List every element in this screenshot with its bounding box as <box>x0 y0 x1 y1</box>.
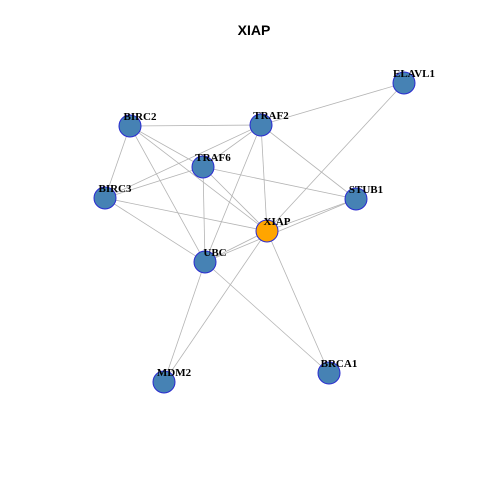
edge-traf2-traf6 <box>202 124 262 168</box>
edge-elavl1-traf2 <box>260 82 405 126</box>
edge-birc3-xiap <box>104 197 268 232</box>
edge-traf6-ubc <box>202 166 206 263</box>
edge-ubc-brca1 <box>204 261 330 374</box>
node-label-traf6: TRAF6 <box>195 152 231 164</box>
node-mdm2[interactable] <box>152 370 176 394</box>
node-label-brca1: BRCA1 <box>321 358 358 370</box>
node-label-ubc: UBC <box>203 247 226 259</box>
node-elavl1[interactable] <box>392 71 416 95</box>
edge-birc2-traf6 <box>129 125 204 168</box>
edge-layer <box>104 82 405 383</box>
node-brca1[interactable] <box>317 361 341 385</box>
node-label-traf2: TRAF2 <box>253 110 289 122</box>
node-label-mdm2: MDM2 <box>157 367 192 379</box>
edge-elavl1-xiap <box>266 82 405 232</box>
edge-birc2-xiap <box>129 125 268 232</box>
edge-traf6-stub1 <box>202 166 357 200</box>
edge-traf2-xiap <box>260 124 268 232</box>
node-label-stub1: STUB1 <box>349 184 383 196</box>
edge-stub1-xiap <box>266 198 357 232</box>
node-label-elavl1: ELAVL1 <box>393 68 435 80</box>
graph-title: XIAP <box>238 22 271 38</box>
node-stub1[interactable] <box>344 187 368 211</box>
edge-traf2-ubc <box>204 124 262 263</box>
node-label-birc3: BIRC3 <box>98 183 132 195</box>
edge-xiap-brca1 <box>266 230 330 374</box>
edge-birc2-birc3 <box>104 125 131 199</box>
edge-stub1-ubc <box>204 198 357 263</box>
edge-xiap-mdm2 <box>163 230 268 383</box>
edge-birc2-ubc <box>129 125 206 263</box>
node-traf6[interactable] <box>191 155 215 179</box>
node-xiap[interactable] <box>255 219 279 243</box>
edge-birc3-ubc <box>104 197 206 263</box>
edge-ubc-mdm2 <box>163 261 206 383</box>
edge-traf6-birc3 <box>104 166 204 199</box>
edge-traf2-stub1 <box>260 124 357 200</box>
node-label-xiap: XIAP <box>264 216 291 228</box>
edge-birc2-traf2 <box>129 124 262 127</box>
node-layer <box>93 71 416 394</box>
node-birc2[interactable] <box>118 114 142 138</box>
node-ubc[interactable] <box>193 250 217 274</box>
edge-traf6-xiap <box>202 166 268 232</box>
edge-xiap-ubc <box>204 230 268 263</box>
edge-traf2-birc3 <box>104 124 262 199</box>
node-birc3[interactable] <box>93 186 117 210</box>
node-traf2[interactable] <box>249 113 273 137</box>
node-label-birc2: BIRC2 <box>123 111 157 123</box>
